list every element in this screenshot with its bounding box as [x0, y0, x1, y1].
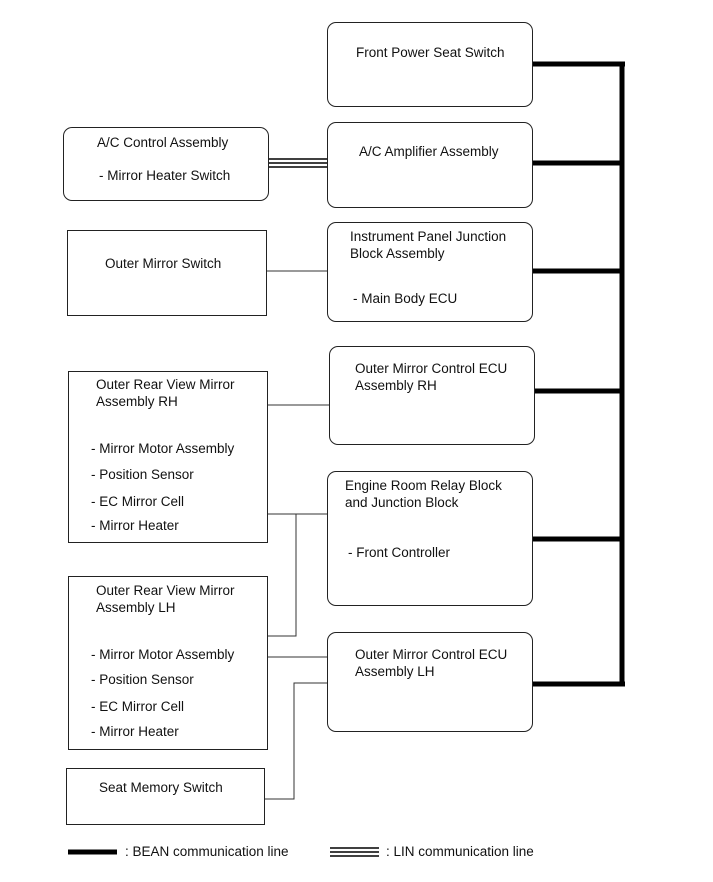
outer-rear-view-mirror-lh-box: Outer Rear View Mirror Assembly LH - Mir…	[68, 576, 268, 750]
rear-view-lh-item: - EC Mirror Cell	[91, 699, 184, 714]
rear-view-rh-item: - Mirror Heater	[91, 518, 179, 533]
rear-view-rh-title-line2: Assembly RH	[96, 394, 178, 409]
engine-room-title-line2: and Junction Block	[345, 495, 459, 510]
outer-mirror-switch-label: Outer Mirror Switch	[105, 256, 222, 271]
seat-memory-switch-box: Seat Memory Switch	[66, 768, 265, 825]
lin-link	[268, 158, 329, 168]
ip-junction-title-line1: Instrument Panel Junction	[350, 229, 507, 244]
rear-view-rh-title-line1: Outer Rear View Mirror	[96, 377, 235, 392]
main-body-ecu-label: - Main Body ECU	[353, 291, 458, 306]
ac-amplifier-assembly-label: A/C Amplifier Assembly	[359, 144, 499, 159]
rear-view-rh-item: - Position Sensor	[91, 467, 194, 482]
outer-rear-view-mirror-rh-box: Outer Rear View Mirror Assembly RH - Mir…	[68, 371, 268, 543]
rear-view-lh-item: - Mirror Heater	[91, 724, 179, 739]
rear-view-rh-item: - EC Mirror Cell	[91, 494, 184, 509]
line-seat-memory-ecu-lh	[265, 682, 328, 800]
outer-mirror-ecu-lh-box: Outer Mirror Control ECU Assembly LH	[327, 632, 533, 732]
outer-mirror-ecu-rh-title-line1: Outer Mirror Control ECU	[355, 361, 508, 376]
front-power-seat-switch-box: Front Power Seat Switch	[327, 22, 533, 107]
rear-view-lh-title-line2: Assembly LH	[96, 600, 176, 615]
legend-lin-swatch	[330, 847, 379, 857]
legend-bean-label: : BEAN communication line	[125, 844, 289, 859]
rear-view-lh-title-line1: Outer Rear View Mirror	[96, 583, 235, 598]
line-lh-engine-room	[267, 514, 297, 637]
instrument-panel-junction-box: Instrument Panel Junction Block Assembly…	[327, 222, 533, 322]
ip-junction-title-line2: Block Assembly	[350, 246, 445, 261]
outer-mirror-ecu-rh-box: Outer Mirror Control ECU Assembly RH	[329, 346, 535, 445]
outer-mirror-ecu-lh-title-line1: Outer Mirror Control ECU	[355, 647, 508, 662]
rear-view-lh-item: - Mirror Motor Assembly	[91, 647, 235, 662]
outer-mirror-switch-box: Outer Mirror Switch	[67, 230, 267, 316]
rear-view-lh-item: - Position Sensor	[91, 672, 194, 687]
mirror-heater-switch-label: - Mirror Heater Switch	[99, 168, 231, 183]
rear-view-rh-item: - Mirror Motor Assembly	[91, 441, 235, 456]
ac-amplifier-assembly-box: A/C Amplifier Assembly	[327, 122, 533, 208]
signal-lines	[265, 270, 330, 800]
engine-room-relay-block-box: Engine Room Relay Block and Junction Blo…	[327, 471, 533, 606]
ac-control-assembly-label: A/C Control Assembly	[97, 135, 229, 150]
engine-room-title-line1: Engine Room Relay Block	[345, 478, 502, 493]
ac-control-assembly-box: A/C Control Assembly - Mirror Heater Swi…	[63, 127, 269, 201]
legend-lin-label: : LIN communication line	[386, 844, 534, 859]
bean-bus	[532, 61, 625, 687]
seat-memory-switch-label: Seat Memory Switch	[99, 780, 223, 795]
outer-mirror-ecu-rh-title-line2: Assembly RH	[355, 378, 437, 393]
front-controller-label: - Front Controller	[348, 545, 451, 560]
front-power-seat-switch-label: Front Power Seat Switch	[356, 45, 505, 60]
outer-mirror-ecu-lh-title-line2: Assembly LH	[355, 664, 435, 679]
